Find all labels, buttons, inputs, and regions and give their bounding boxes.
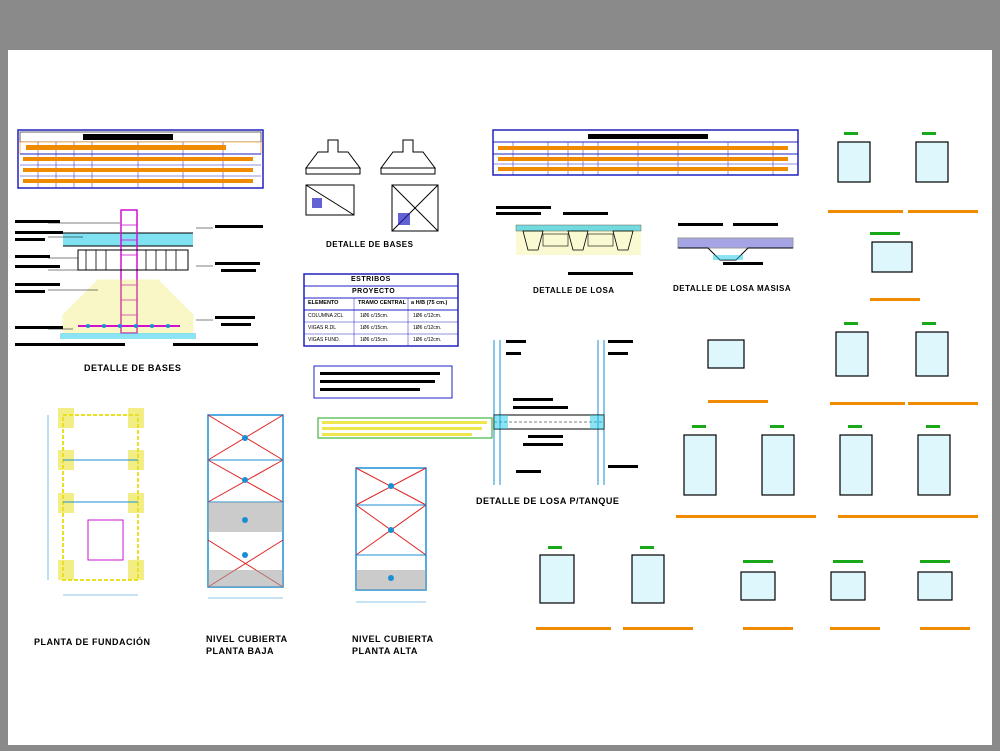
estribos-row-2-c3: 1Ø6 c/12cm. [413, 325, 442, 331]
estribos-title: ESTRIBOS [351, 276, 391, 283]
estribos-subtitle: PROYECTO [352, 288, 396, 295]
footing-section-detail [15, 209, 263, 346]
bases-table [17, 129, 264, 189]
drawing-sheet: DETALLE DE BASES DETALLE DE BASES DETALL… [8, 50, 992, 745]
notes-box [313, 365, 453, 399]
estribos-row-3-c2: 1Ø6 c/15cm. [360, 337, 389, 343]
estribos-row-3-c3: 1Ø6 c/12cm. [413, 337, 442, 343]
beam-sections [539, 141, 953, 604]
title-detalle-losa-masisa: DETALLE DE LOSA MASISA [673, 284, 792, 293]
viguetas-table [492, 129, 799, 176]
section-labels [536, 210, 978, 630]
title-nivel-cubierta-alta-2: PLANTA ALTA [352, 646, 418, 656]
estribos-row-2-c2: 1Ø6 c/15cm. [360, 325, 389, 331]
title-detalle-bases-main: DETALLE DE BASES [84, 363, 182, 373]
losa-detail [496, 206, 642, 275]
title-detalle-losa-tanque: DETALLE DE LOSA P/TANQUE [476, 496, 620, 506]
cad-drawing [15, 129, 978, 630]
estribos-row-3-c1: VIGAS FUND. [308, 337, 340, 343]
green-note [317, 417, 493, 439]
losa-tanque-detail [493, 340, 638, 485]
title-nivel-cubierta-baja-2: PLANTA BAJA [206, 646, 274, 656]
estribos-header-3: a H/B (75 cm.) [411, 300, 448, 306]
estribos-header-1: ELEMENTO [308, 300, 339, 306]
estribos-table [303, 273, 459, 347]
estribos-row-2-c1: VIGAS R.DL [308, 325, 337, 331]
planta-alta-plan [355, 467, 427, 603]
title-detalle-losa: DETALLE DE LOSA [533, 286, 615, 295]
small-bases-detail [305, 139, 439, 232]
title-planta-fundacion: PLANTA DE FUNDACIÓN [34, 637, 151, 647]
losa-masisa-detail [677, 223, 794, 265]
estribos-row-1-c3: 1Ø6 c/12cm. [413, 313, 442, 319]
estribos-row-1-c2: 1Ø6 c/15cm. [360, 313, 389, 319]
title-detalle-bases-small: DETALLE DE BASES [326, 240, 414, 249]
title-nivel-cubierta-alta-1: NIVEL CUBIERTA [352, 634, 434, 644]
title-nivel-cubierta-baja-1: NIVEL CUBIERTA [206, 634, 288, 644]
estribos-header-2: TRAMO CENTRAL [358, 300, 406, 306]
estribos-row-1-c1: COLUMNA 2CL [308, 313, 344, 319]
planta-baja-plan [207, 414, 284, 599]
section-green-tags [548, 132, 950, 563]
planta-fundacion [47, 408, 144, 596]
